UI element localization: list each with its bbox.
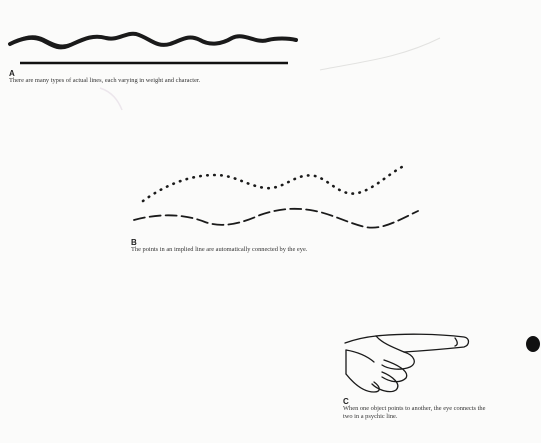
figure-a-caption: There are many types of actual lines, ea… bbox=[9, 77, 200, 85]
figure-c-caption-line1: When one object points to another, the e… bbox=[343, 405, 485, 413]
target-dot bbox=[526, 336, 540, 352]
figure-b-caption: The points in an implied line are automa… bbox=[131, 246, 307, 254]
figure-c-caption-line2: two in a psychic line. bbox=[343, 413, 398, 421]
figure-a-lines bbox=[10, 34, 296, 63]
figure-b-lines bbox=[134, 165, 418, 228]
pointing-hand bbox=[345, 334, 469, 392]
